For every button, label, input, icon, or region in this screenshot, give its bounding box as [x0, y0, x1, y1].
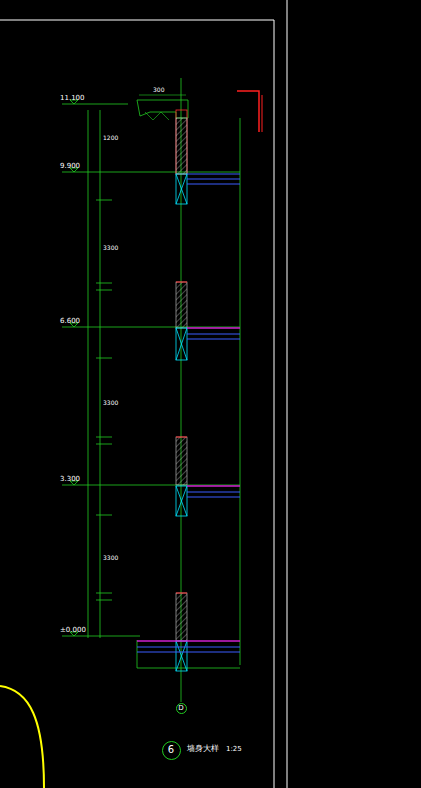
- callout-text: 6: [168, 745, 174, 755]
- parapet-coping: [137, 95, 188, 174]
- wall-hatch: [176, 118, 187, 641]
- level-symbols: [70, 100, 78, 636]
- sheet-frame: [0, 0, 287, 788]
- red-bracket: [262, 95, 263, 132]
- site-arc: [0, 686, 44, 788]
- scale-text: 1:25: [226, 746, 242, 753]
- level-elevation: ±0.000: [60, 627, 86, 634]
- block-wall: [176, 174, 187, 671]
- dimension-text: 300: [153, 87, 164, 93]
- floor-slabs: [137, 174, 240, 652]
- detail-callout: 6: [162, 741, 181, 760]
- dimension-text: 3300: [103, 400, 118, 406]
- level-elevation: 9.900: [60, 163, 80, 170]
- level-lines: [62, 78, 240, 702]
- level-elevation: 3.300: [60, 476, 80, 483]
- dimension-text: 1200: [103, 135, 118, 141]
- callout-text: D: [178, 705, 183, 712]
- axis-bubble: D: [176, 703, 187, 714]
- level-elevation: 6.600: [60, 318, 80, 325]
- drawing-title: 墙身大样: [187, 745, 219, 753]
- dimension-text: 3300: [103, 245, 118, 251]
- sill-marks: [176, 282, 187, 593]
- dimension-text: 3300: [103, 555, 118, 561]
- level-elevation: 11.100: [60, 95, 85, 102]
